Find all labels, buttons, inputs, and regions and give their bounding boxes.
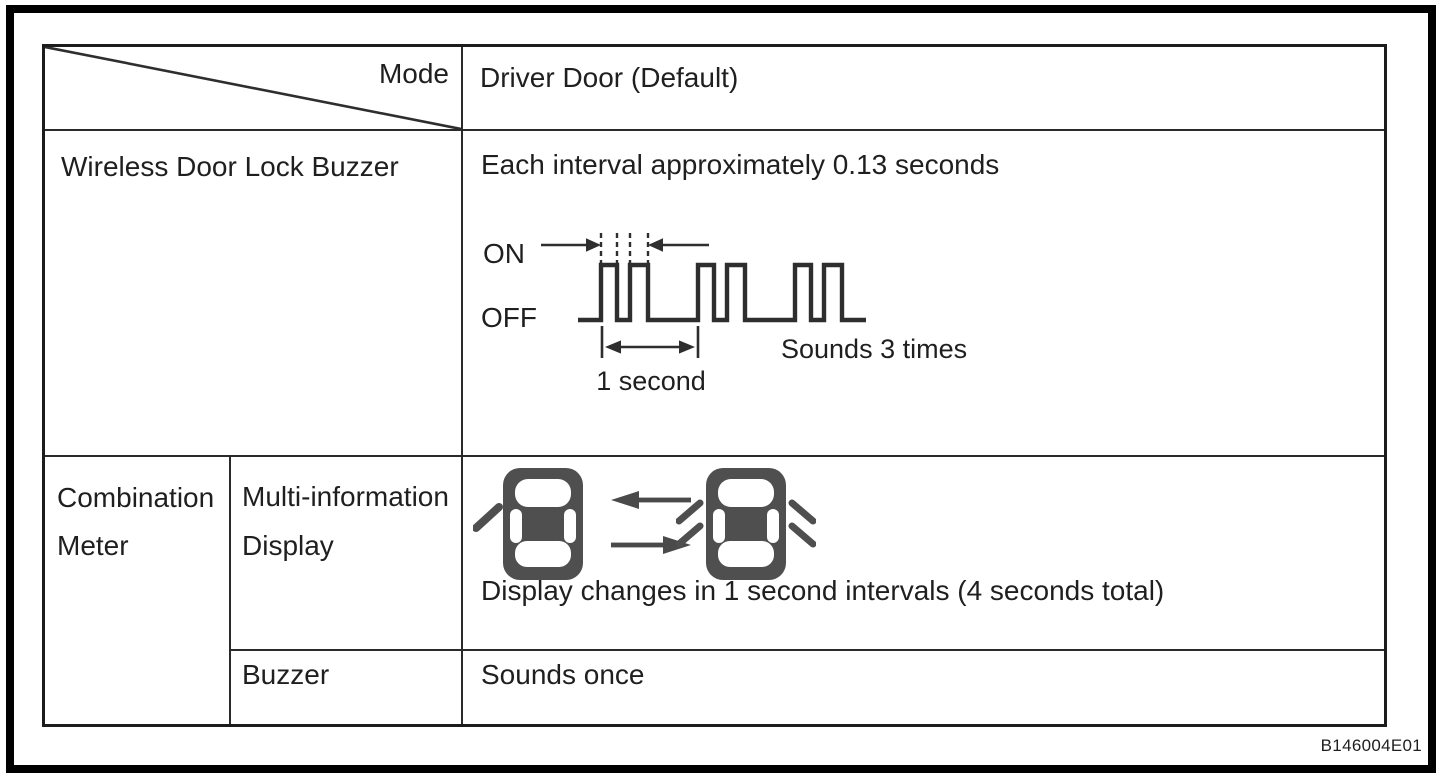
interval-arrow-right [648, 238, 709, 252]
multi-information-label-cell: Multi-information Display [231, 457, 463, 651]
period-label: 1 second [596, 366, 706, 396]
buzzer-value-text: Sounds once [481, 659, 645, 690]
buzzer-label-text: Buzzer [242, 659, 330, 690]
multi-information-label-line2: Display [242, 530, 334, 561]
combination-label-line1: Combination [57, 482, 215, 513]
wireless-label-cell: Wireless Door Lock Buzzer [45, 131, 463, 457]
car-all-doors-open-icon [676, 468, 816, 580]
sounds-3-times-label: Sounds 3 times [781, 334, 967, 364]
figure-code: B146004E01 [1320, 736, 1422, 755]
buzzer-waveform-diagram: 1 second Sounds 3 times [541, 233, 967, 396]
mode-value-text: Driver Door (Default) [480, 62, 739, 93]
interval-marker-lines [599, 233, 650, 263]
square-wave [578, 262, 866, 323]
mode-table: Mode Driver Door (Default) Wireless Door… [42, 44, 1387, 727]
diagonal-divider [45, 47, 461, 129]
door-open-lines [676, 499, 816, 548]
period-dimension [600, 326, 700, 358]
buzzer-label-cell: Buzzer [231, 651, 463, 724]
arrow-left-icon [611, 491, 691, 509]
corner-cell: Mode [45, 47, 463, 131]
mode-value-cell: Driver Door (Default) [463, 47, 1384, 131]
interval-description: Each interval approximately 0.13 seconds [481, 149, 1000, 180]
corner-mode-label: Mode [378, 58, 449, 89]
combination-meter-cell: Combination Meter [45, 457, 231, 724]
wireless-label-text: Wireless Door Lock Buzzer [61, 151, 399, 182]
waveform-on-label: ON [483, 238, 525, 269]
combination-label-line2: Meter [57, 530, 129, 561]
display-interval-caption: Display changes in 1 second intervals (4… [481, 575, 1165, 606]
wireless-content-cell: Each interval approximately 0.13 seconds… [463, 131, 1384, 457]
interval-arrow-left [541, 238, 601, 252]
multi-information-label-line1: Multi-information [242, 481, 449, 512]
waveform-off-label: OFF [481, 302, 537, 333]
car-driver-door-open-icon [473, 468, 583, 580]
buzzer-value-cell: Sounds once [463, 651, 1384, 724]
multi-information-content-cell: Display changes in 1 second intervals (4… [463, 457, 1384, 651]
